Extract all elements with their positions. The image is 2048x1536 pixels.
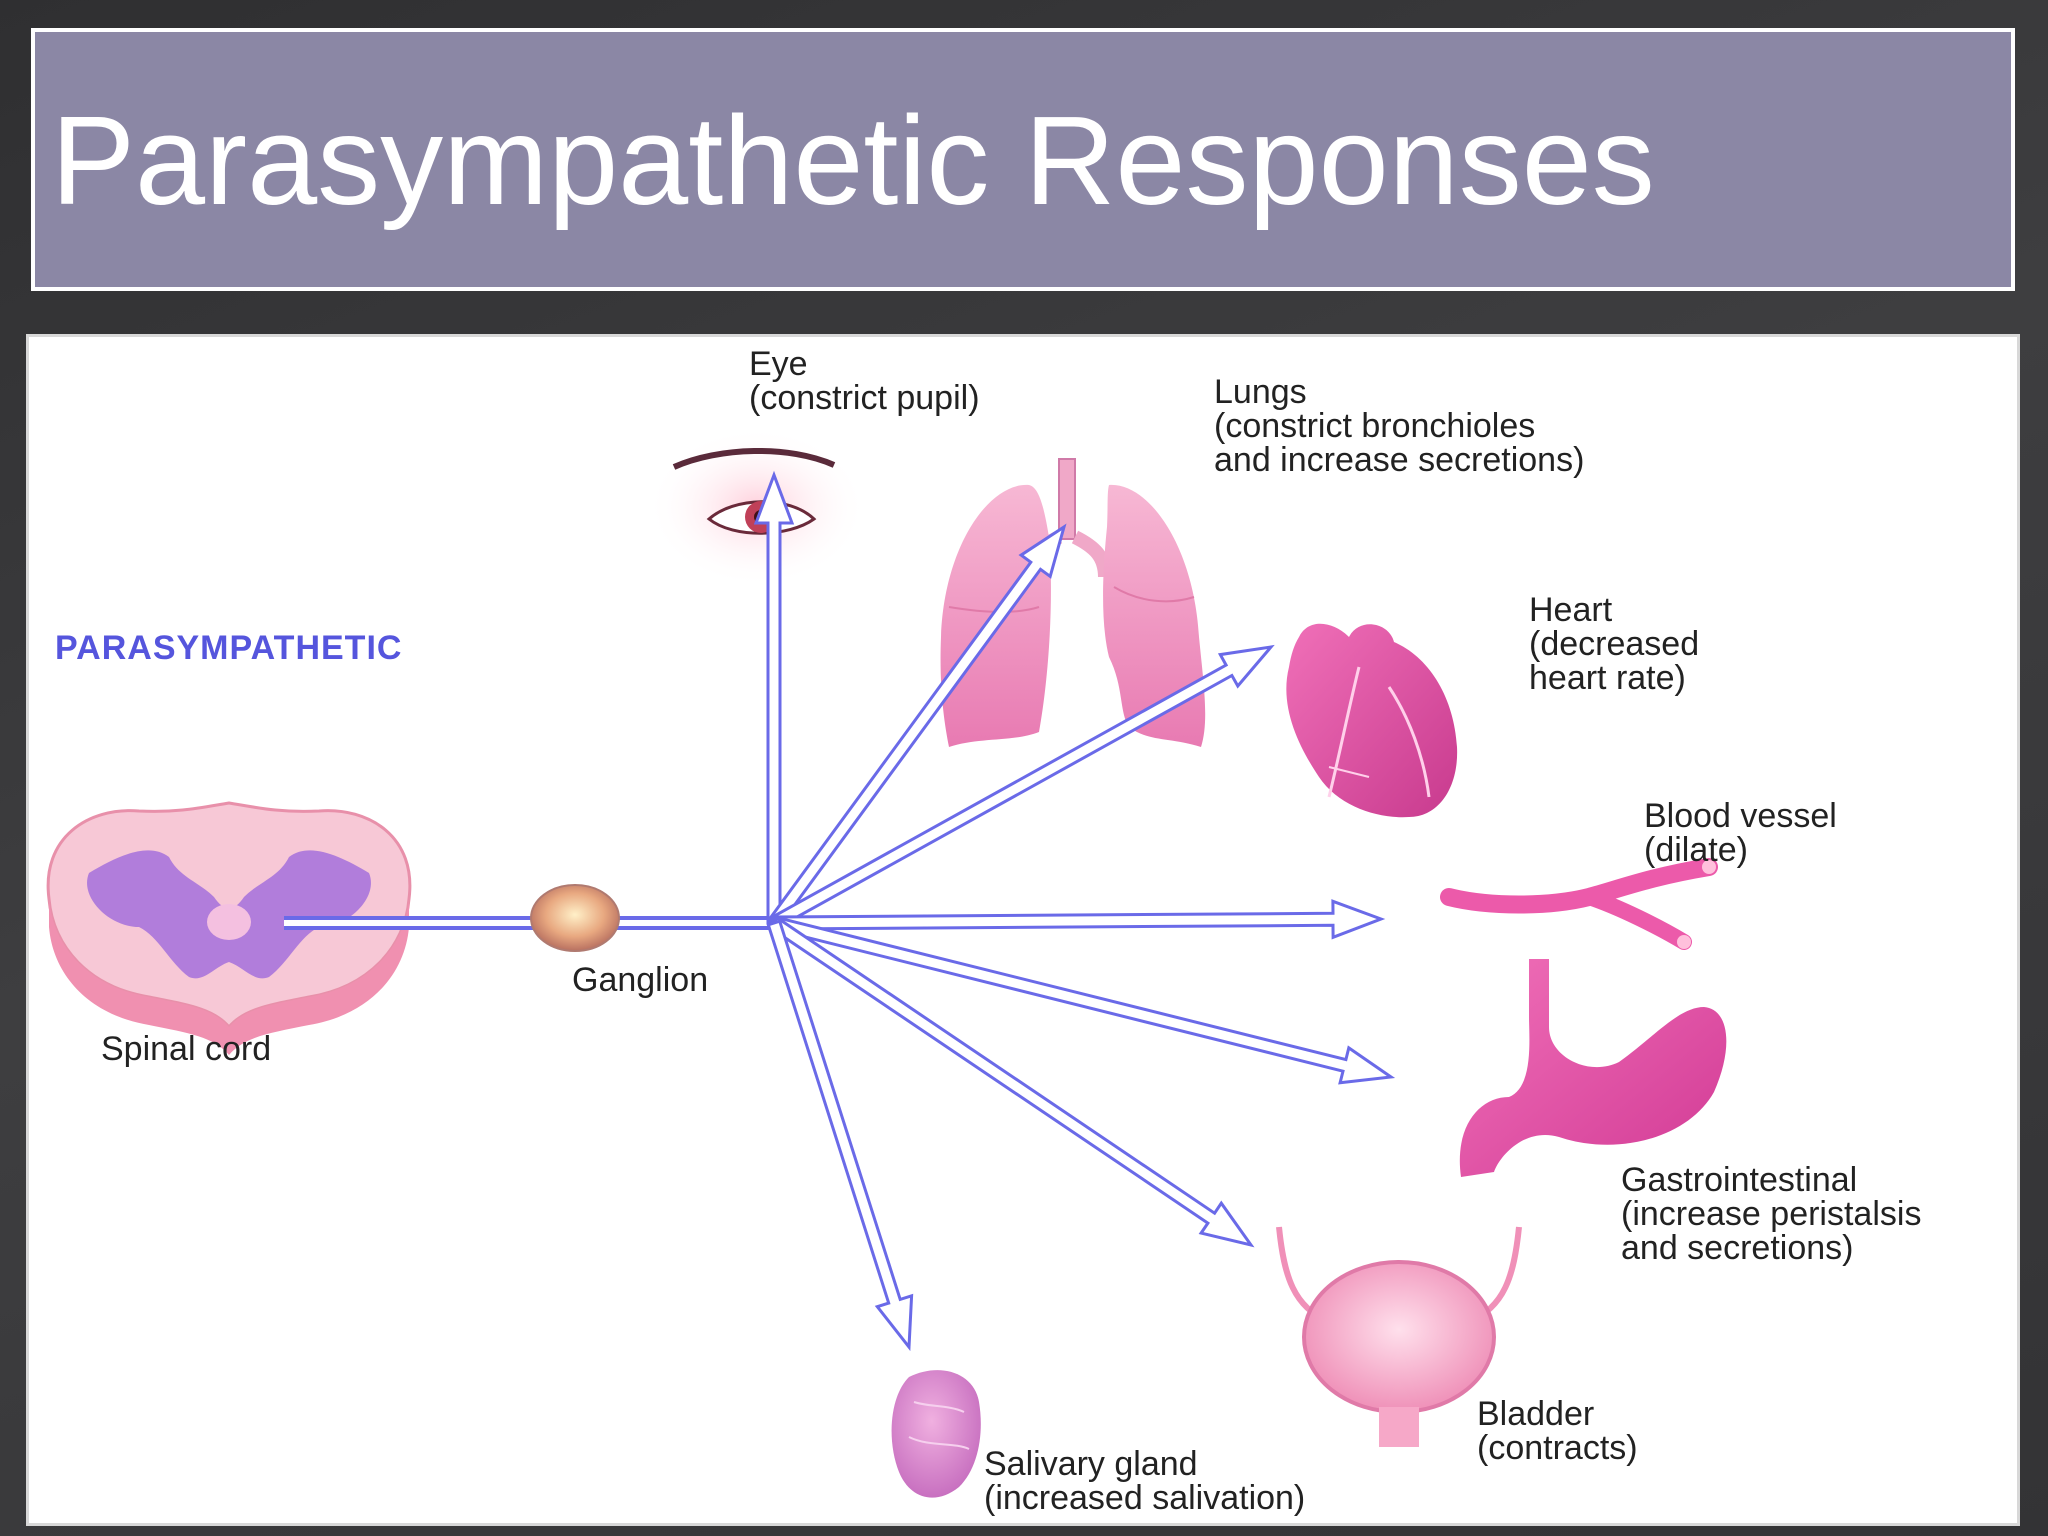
system-label: PARASYMPATHETIC: [55, 629, 403, 667]
spinal-cord-illustration: [46, 801, 412, 1055]
arrow-to-bladder: [768, 915, 1255, 1248]
ganglion-node: [530, 884, 620, 952]
lungs-effect-2: and increase secretions): [1214, 441, 1585, 479]
salivary-gland-label: Salivary gland (increased salivation): [984, 1447, 1305, 1515]
eye-effect: (constrict pupil): [749, 379, 980, 417]
blood-vessel-name: Blood vessel: [1644, 797, 1837, 835]
arrow-to-lungs: [767, 523, 1067, 929]
heart-effect-2: heart rate): [1529, 659, 1686, 697]
arrow-to-eye: [753, 470, 795, 925]
gastrointestinal-effect-2: and secretions): [1621, 1229, 1854, 1267]
gastrointestinal-name: Gastrointestinal: [1621, 1161, 1858, 1199]
lungs-effect-1: (constrict bronchioles: [1214, 407, 1536, 445]
stomach-illustration: [1459, 959, 1727, 1177]
eye-label: Eye (constrict pupil): [749, 347, 980, 415]
parasympathetic-diagram: [46, 427, 1727, 1498]
arrow-to-blood-vessel: [772, 899, 1386, 940]
heart-name: Heart: [1529, 591, 1613, 629]
bladder-effect: (contracts): [1477, 1429, 1638, 1467]
blood-vessel-label: Blood vessel (dilate): [1644, 799, 1837, 867]
blood-vessel-illustration: [1440, 858, 1718, 950]
lungs-name: Lungs: [1214, 373, 1307, 411]
bladder-name: Bladder: [1477, 1395, 1595, 1433]
gastrointestinal-effect-1: (increase peristalsis: [1621, 1195, 1922, 1233]
spinal-cord-label: Spinal cord: [101, 1030, 272, 1068]
salivary-gland-name: Salivary gland: [984, 1445, 1198, 1483]
arrow-to-heart: [769, 644, 1275, 931]
lungs-label: Lungs (constrict bronchioles and increas…: [1214, 375, 1584, 477]
ganglion-label: Ganglion: [572, 961, 709, 999]
eye-name: Eye: [749, 345, 808, 383]
gastrointestinal-label: Gastrointestinal (increase peristalsis a…: [1621, 1163, 1921, 1265]
blood-vessel-effect: (dilate): [1644, 831, 1748, 869]
arrow-to-salivary-gland: [766, 919, 914, 1352]
heart-illustration: [1286, 623, 1458, 818]
salivary-gland-effect: (increased salivation): [984, 1479, 1306, 1517]
slide-title: Parasympathetic Responses: [51, 90, 1655, 231]
arrow-to-stomach: [770, 915, 1396, 1085]
bladder-illustration: [1276, 1226, 1522, 1447]
heart-label: Heart (decreased heart rate): [1529, 593, 1699, 695]
title-bar: Parasympathetic Responses: [31, 28, 2015, 291]
nerve-arrows: [753, 470, 1396, 1352]
bladder-label: Bladder (contracts): [1477, 1397, 1638, 1465]
heart-effect-1: (decreased: [1529, 625, 1700, 663]
eye-illustration: [647, 427, 867, 587]
salivary-gland-illustration: [891, 1370, 981, 1498]
diagram-panel: PARASYMPATHETIC Eye (constrict pupil) Lu…: [26, 334, 2020, 1526]
